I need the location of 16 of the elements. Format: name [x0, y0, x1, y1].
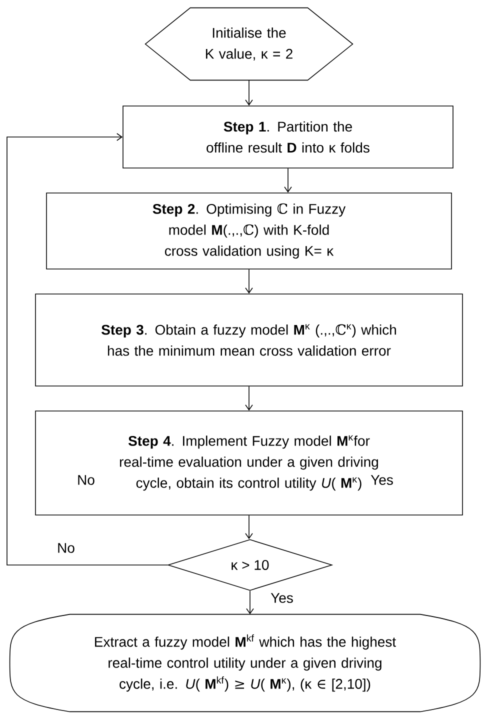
process-box: Step 3. Obtain a fuzzy model M$^{κ}$ (.,.,ℂ$^{κ}$) which has the minimum mean cross validation error	[35, 294, 463, 386]
branch-label: Yes	[370, 475, 393, 485]
edge-label: Yes	[270, 593, 293, 603]
arrow	[284, 168, 292, 193]
start-hexagon: Initialise the K value, κ = 2	[144, 7, 354, 81]
arrow	[246, 590, 254, 614]
edge-label: No	[58, 543, 74, 553]
process-box: Step 1. Partition the offline result D into κ folds	[122, 106, 454, 168]
arrow	[245, 80, 253, 106]
process-box: Step 2. Optimising ℂ in Fuzzy model M(.,.,ℂ) with K-fold cross validation using K= κ	[46, 192, 452, 270]
branch-label: No	[78, 475, 94, 485]
arrow	[245, 269, 253, 294]
arrow	[6, 133, 168, 566]
arrow	[245, 515, 253, 540]
arrow	[245, 386, 253, 411]
end-terminal: Extract a fuzzy model M$^{kf}$ which has the highest real-time control utility under a given driving cycle, i.e. U( M$^{kf}$) ≥ U( M$^{κ}$), (κ ∈ [2,10])	[9, 614, 481, 712]
